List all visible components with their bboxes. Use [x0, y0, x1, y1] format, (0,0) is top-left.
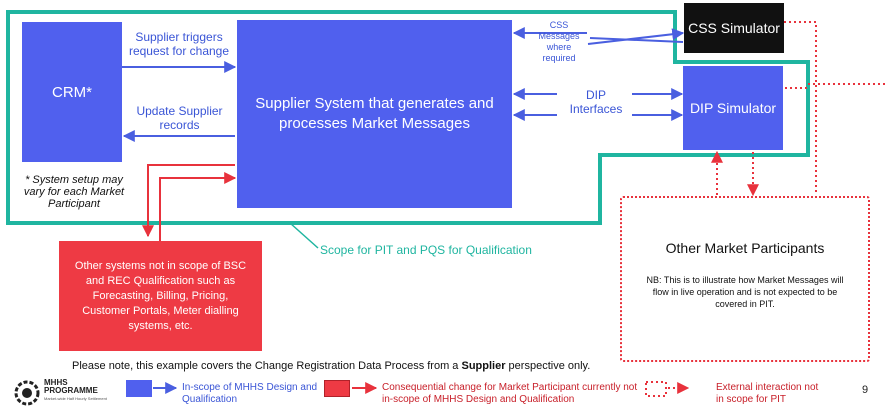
supplier-system-box: Supplier System that generates and proce… — [237, 20, 512, 208]
mhhs-logo-icon — [14, 380, 40, 406]
dip-simulator-box: DIP Simulator — [683, 66, 783, 150]
css-messages-label: CSS Messages where required — [538, 20, 580, 63]
footer-note-bold: Supplier — [461, 360, 506, 372]
crm-note: * System setup may vary for each Market … — [23, 174, 125, 210]
page-number: 9 — [862, 384, 869, 396]
crm-box: CRM* — [22, 22, 122, 162]
other-participants-note: NB: This is to illustrate how Market Mes… — [646, 275, 844, 309]
legend-blue-swatch — [126, 380, 152, 397]
logo-line1: MHHS — [44, 378, 68, 387]
footer-note-prefix: Please note, this example covers the Cha… — [72, 360, 462, 372]
legend-dotted-box — [645, 381, 667, 397]
legend-blue-text: In-scope of MHHS Design and Qualificatio… — [182, 382, 318, 405]
legend-red-swatch — [324, 380, 350, 397]
logo-line2: PROGRAMME — [44, 386, 98, 395]
other-participants-title: Other Market Participants — [665, 240, 825, 256]
legend-red-text: Consequential change for Market Particip… — [382, 382, 638, 405]
other-systems-box: Other systems not in scope of BSC and RE… — [59, 241, 262, 351]
red-arrow-up — [159, 172, 237, 241]
red-arrow-down — [142, 164, 235, 238]
external-css-link — [784, 21, 817, 195]
footer-note-suffix: perspective only. — [505, 360, 591, 372]
footer-note: Please note, this example covers the Cha… — [72, 360, 590, 372]
other-systems-label: Other systems not in scope of BSC and RE… — [74, 259, 247, 332]
supplier-system-label: Supplier System that generates and proce… — [255, 95, 494, 132]
css-arrow-out — [587, 28, 685, 45]
scope-label: Scope for PIT and PQS for Qualification — [320, 243, 532, 257]
scope-leader — [289, 222, 319, 249]
mhhs-logo: MHHS PROGRAMME Market-wide Half Hourly S… — [14, 378, 107, 408]
other-participants-box: Other Market Participants NB: This is to… — [620, 196, 870, 362]
dip-simulator-label: DIP Simulator — [689, 100, 777, 116]
update-label: Update Supplier records — [136, 104, 223, 132]
triggers-label: Supplier triggers request for change — [128, 30, 230, 58]
css-simulator-label: CSS Simulator — [688, 20, 780, 36]
css-simulator-box: CSS Simulator — [684, 3, 784, 53]
crm-label: CRM* — [52, 83, 92, 101]
logo-line3: Market-wide Half Hourly Settlement — [44, 396, 107, 401]
css-arrow-back — [589, 37, 684, 43]
legend-dotted-text: External interaction not in scope for PI… — [716, 382, 819, 405]
dip-interfaces-label: DIP Interfaces — [569, 88, 623, 116]
